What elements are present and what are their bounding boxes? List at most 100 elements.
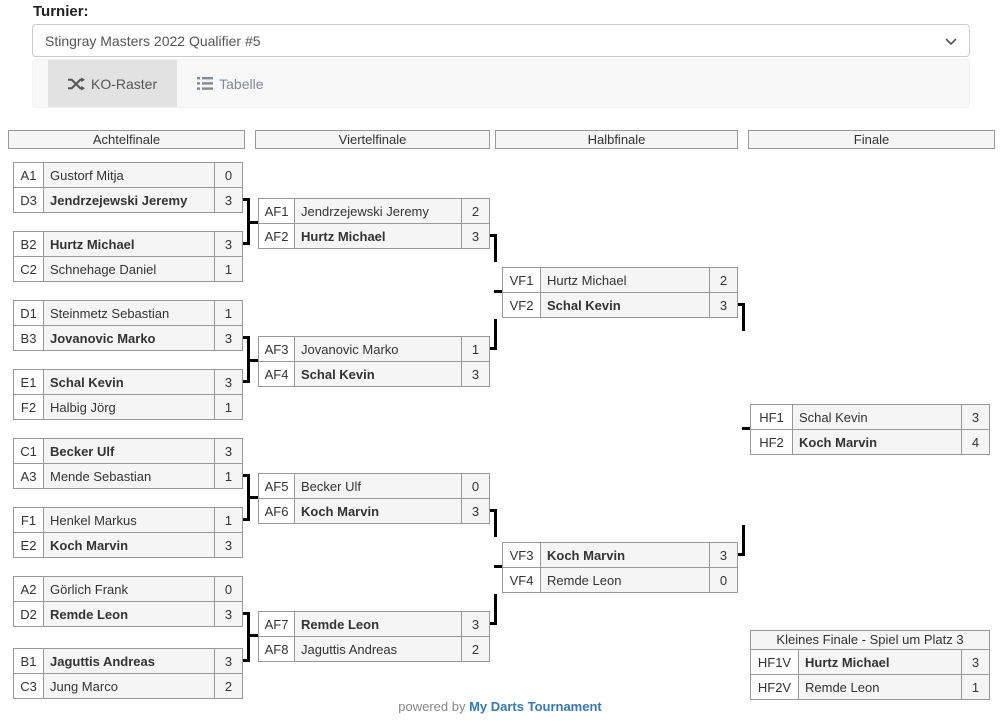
player-name: Jung Marco [50,678,118,694]
slot-code: E2 [14,533,44,557]
match-score: 1 [214,464,242,488]
match-row: VF1 Hurtz Michael 2 [503,268,737,292]
bracket-connector [250,634,258,637]
match: B2 Hurtz Michael 3 C2 Schnehage Daniel 1 [13,231,243,282]
match-row: VF2 Schal Kevin 3 [503,292,737,317]
bracket-connector [490,509,497,512]
match: E1 Schal Kevin 3 F2 Halbig Jörg 1 [13,369,243,420]
match-score: 4 [961,430,989,454]
match-row: HF1 Schal Kevin 3 [751,405,989,429]
match-score: 3 [961,405,989,429]
slot-code: D3 [14,188,44,212]
player-name: Koch Marvin [50,537,129,553]
slot-code: AF2 [259,224,295,248]
match-score: 3 [709,543,737,567]
player-name: Hurtz Michael [547,272,627,288]
match: D1 Steinmetz Sebastian 1 B3 Jovanovic Ma… [13,300,243,351]
bracket-connector [742,303,745,331]
match-score: 0 [214,163,242,187]
slot-code: A3 [14,464,44,488]
tournament-label: Turnier: [33,3,89,20]
match: VF1 Hurtz Michael 2 VF2 Schal Kevin 3 [502,267,738,318]
shuffle-icon [68,76,85,91]
match-row: B2 Hurtz Michael 3 [14,232,242,256]
player-name: Halbig Jörg [50,399,116,415]
slot-code: E1 [14,370,44,394]
match-score: 3 [461,499,489,523]
bracket-connector [247,474,250,521]
third-place-title: Kleines Finale - Spiel um Platz 3 [751,631,989,650]
match-score: 1 [214,257,242,281]
match-score: 0 [709,568,737,592]
player-name: Remde Leon [301,616,380,632]
match-score: 2 [214,674,242,698]
my-darts-tournament-link[interactable]: My Darts Tournament [469,699,602,714]
slot-code: C3 [14,674,44,698]
match-score: 2 [709,268,737,292]
match-row: D3 Jendrzejewski Jeremy 3 [14,187,242,212]
player-name: Steinmetz Sebastian [50,305,170,321]
player-name: Becker Ulf [50,443,115,459]
match-score: 3 [214,439,242,463]
match-row: AF6 Koch Marvin 3 [259,498,489,523]
slot-code: VF1 [503,268,541,292]
match-row: E1 Schal Kevin 3 [14,370,242,394]
player-name: Gustorf Mitja [50,167,124,183]
bracket-connector [494,509,497,537]
player-name: Schnehage Daniel [50,261,157,277]
match: AF1 Jendrzejewski Jeremy 2 AF2 Hurtz Mic… [258,198,490,249]
player-name: Remde Leon [50,606,129,622]
match-score: 3 [461,362,489,386]
match: AF7 Remde Leon 3 AF8 Jaguttis Andreas 2 [258,611,490,662]
bracket-connector [742,525,745,556]
slot-code: F2 [14,395,44,419]
player-name: Görlich Frank [50,581,129,597]
match-row: AF8 Jaguttis Andreas 2 [259,636,489,661]
bracket-connector [243,612,250,615]
bracket-connector [494,290,502,293]
match-row: VF4 Remde Leon 0 [503,567,737,592]
bracket-connector [494,594,497,625]
match-score: 3 [214,649,242,673]
match-row: B3 Jovanovic Marko 3 [14,325,242,350]
bracket-connector [490,347,497,350]
match-score: 3 [214,326,242,350]
bracket-connector [243,518,250,521]
player-name: Jovanovic Marko [50,330,156,346]
player-name: Koch Marvin [799,434,878,450]
slot-code: C1 [14,439,44,463]
powered-by-text: powered by [398,699,466,714]
tab-tabelle[interactable]: Tabelle [177,60,283,107]
slot-code: AF3 [259,337,295,361]
match-score: 3 [461,224,489,248]
slot-code: A2 [14,577,44,601]
player-name: Jovanovic Marko [301,341,399,357]
player-name: Schal Kevin [547,297,621,313]
slot-code: VF4 [503,568,541,592]
match-score: 3 [214,602,242,626]
tournament-select[interactable]: Stingray Masters 2022 Qualifier #5 [32,24,970,57]
match-score: 1 [214,301,242,325]
tab-ko-raster[interactable]: KO-Raster [48,60,178,107]
match-row: F1 Henkel Markus 1 [14,508,242,532]
bracket-connector [243,198,250,201]
round-header-viertelfinale: Viertelfinale [255,130,490,149]
slot-code: VF2 [503,293,541,317]
match-row: HF2 Koch Marvin 4 [751,429,989,454]
match-row: C1 Becker Ulf 3 [14,439,242,463]
player-name: Koch Marvin [301,503,380,519]
bracket-connector [490,234,497,237]
match-score: 1 [214,395,242,419]
match: F1 Henkel Markus 1 E2 Koch Marvin 3 [13,507,243,558]
slot-code: HF2 [751,430,793,454]
player-name: Schal Kevin [799,409,868,425]
match-score: 0 [214,577,242,601]
match-score: 3 [214,232,242,256]
match: AF5 Becker Ulf 0 AF6 Koch Marvin 3 [258,473,490,524]
match-row: F2 Halbig Jörg 1 [14,394,242,419]
slot-code: HF2V [751,675,799,699]
player-name: Remde Leon [805,679,880,695]
bracket-connector [243,380,250,383]
bracket-connector [494,319,497,350]
round-header-finale: Finale [748,130,995,149]
